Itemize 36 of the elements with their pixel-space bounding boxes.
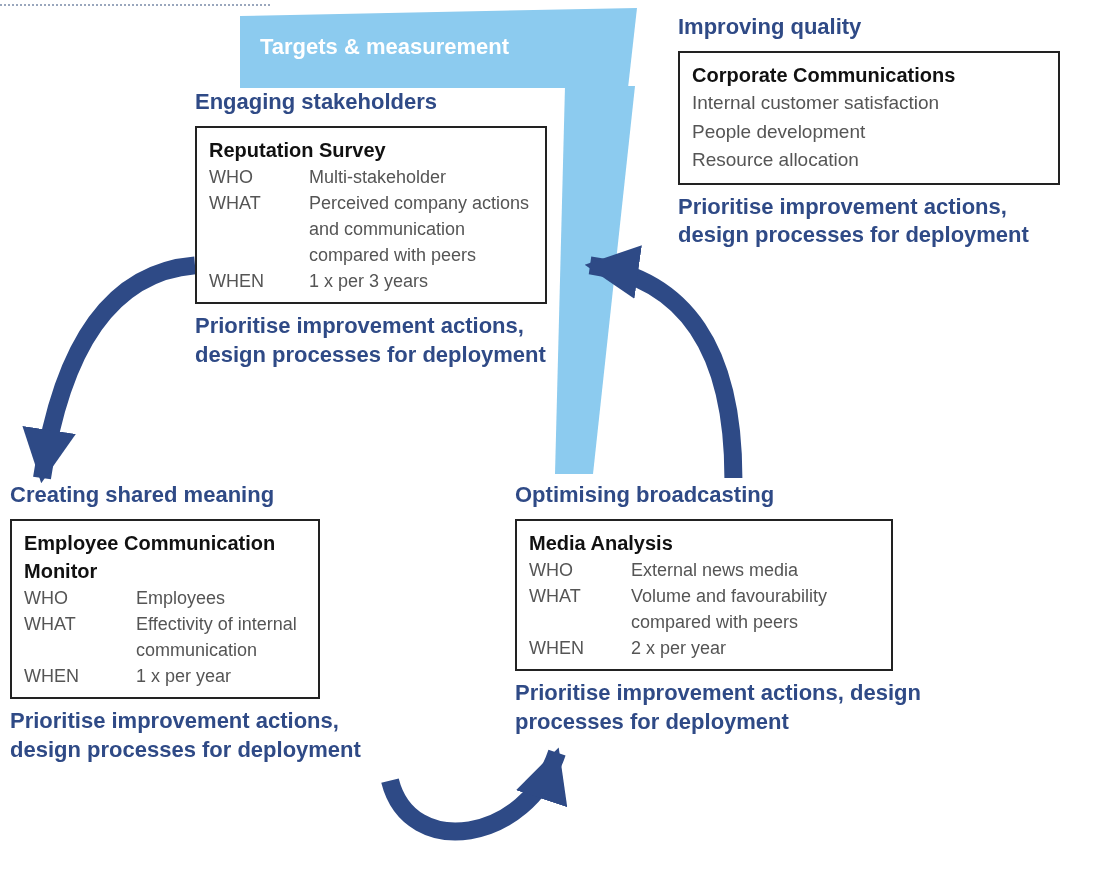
band-label: Targets & measurement [260, 33, 509, 61]
row-label: WHEN [529, 637, 585, 661]
survey-title: Reputation Survey [209, 138, 387, 163]
row-label: WHO [209, 166, 254, 189]
row-label: WHO [24, 587, 69, 610]
survey-title: Employee Communication Monitor [24, 531, 277, 584]
row-label: WHO [529, 559, 574, 582]
action-note: Prioritise improvement actions, design processes for deployment [678, 192, 1030, 250]
row-value: Multi-stakeholder [309, 166, 447, 189]
row-value: 2 x per year [631, 637, 727, 661]
section-heading: Improving quality [678, 13, 862, 41]
section-heading: Creating shared meaning [10, 481, 275, 509]
list-item: People development [692, 119, 867, 144]
survey-title: Media Analysis [529, 531, 674, 556]
row-label: WHAT [24, 613, 77, 637]
row-label: WHAT [209, 192, 262, 216]
curved-arrow [23, 256, 197, 484]
survey-title: Corporate Communications [692, 63, 957, 88]
action-note: Prioritise improvement actions, design processes for deployment [10, 707, 362, 764]
action-note: Prioritise improvement actions, design processes for deployment [515, 679, 922, 736]
row-value: External news media [631, 559, 799, 582]
row-value: Effectivity of internal communication [136, 613, 298, 663]
row-label: WHAT [529, 585, 582, 609]
row-label: WHEN [24, 665, 80, 689]
list-item: Internal customer satisfaction [692, 91, 941, 115]
row-label: WHEN [209, 270, 265, 294]
row-value: Employees [136, 587, 226, 610]
action-note: Prioritise improvement actions, design processes for deployment [195, 312, 547, 370]
row-value: 1 x per year [136, 665, 232, 689]
curved-arrow [584, 248, 743, 479]
section-heading: Engaging stakeholders [195, 88, 438, 116]
row-value: 1 x per 3 years [309, 270, 429, 294]
list-item: Resource allocation [692, 148, 860, 172]
section-heading: Optimising broadcasting [515, 481, 775, 509]
row-value: Volume and favourability compared with peers [631, 585, 829, 635]
row-value: Perceived company actions and communication compared with peers [309, 192, 531, 268]
